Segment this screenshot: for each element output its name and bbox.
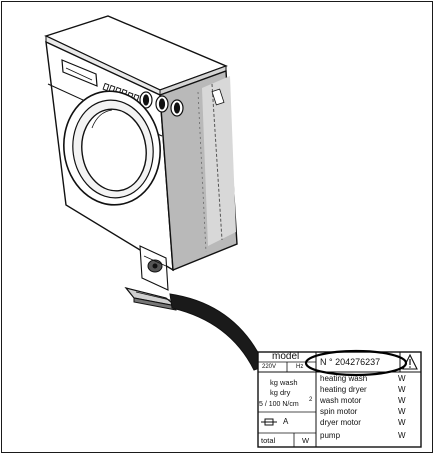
plate-right-unit: W <box>398 431 406 440</box>
door-glass <box>81 108 147 192</box>
side-panel-edge-line <box>211 83 223 241</box>
plate-left-superscript: 2 <box>309 397 313 403</box>
rating-plate <box>257 351 422 448</box>
connector-band <box>169 293 267 371</box>
plate-right-unit: W <box>398 396 406 405</box>
control-knobs <box>139 91 184 117</box>
plate-left-row-ampere: A <box>283 417 289 426</box>
plate-total-label: total <box>261 436 276 445</box>
door-glass-reflection <box>91 109 113 129</box>
plate-left-row-pressure: 5 / 100 N/cm <box>259 401 299 408</box>
voltage-label: 220V <box>262 364 277 370</box>
detergent-drawer <box>61 59 98 87</box>
plate-right-row-dryer-motor: dryer motor <box>320 418 361 427</box>
plate-right-row-heating-dryer: heating dryer <box>320 385 367 394</box>
door-porthole <box>63 90 161 206</box>
plate-total-unit: W <box>302 436 310 445</box>
plate-right-unit: W <box>398 407 406 416</box>
plate-left-row-kg-wash: kg wash <box>270 378 298 387</box>
drawer-handle-line <box>65 67 93 81</box>
drain-flap-front <box>133 297 177 311</box>
filter-cap-hub <box>152 263 158 269</box>
plate-right-unit: W <box>398 374 406 383</box>
serial-highlight-ellipse <box>304 349 408 377</box>
plate-right-row-wash-motor: wash motor <box>320 396 362 405</box>
plate-right-unit: W <box>398 418 406 427</box>
service-panel-detail <box>143 255 167 267</box>
side-panel-slot <box>211 88 225 106</box>
side-panel-stripe <box>202 76 236 246</box>
side-panel-edge-line-2 <box>197 91 207 253</box>
program-button <box>102 82 110 92</box>
plate-right-row-heating-wash: heating wash <box>320 374 368 383</box>
model-label: model <box>272 351 300 362</box>
plate-right-row-pump: pump <box>320 431 341 440</box>
serial-number: N ° 204276237 <box>320 357 381 367</box>
frequency-label: Hz <box>296 364 304 370</box>
plate-left-row-kg-dry: kg dry <box>270 388 291 397</box>
plate-right-unit: W <box>398 385 406 394</box>
fuse-symbol-icon <box>261 418 277 426</box>
drain-flap-line <box>135 291 171 301</box>
plate-right-row-spin-motor: spin motor <box>320 407 358 416</box>
